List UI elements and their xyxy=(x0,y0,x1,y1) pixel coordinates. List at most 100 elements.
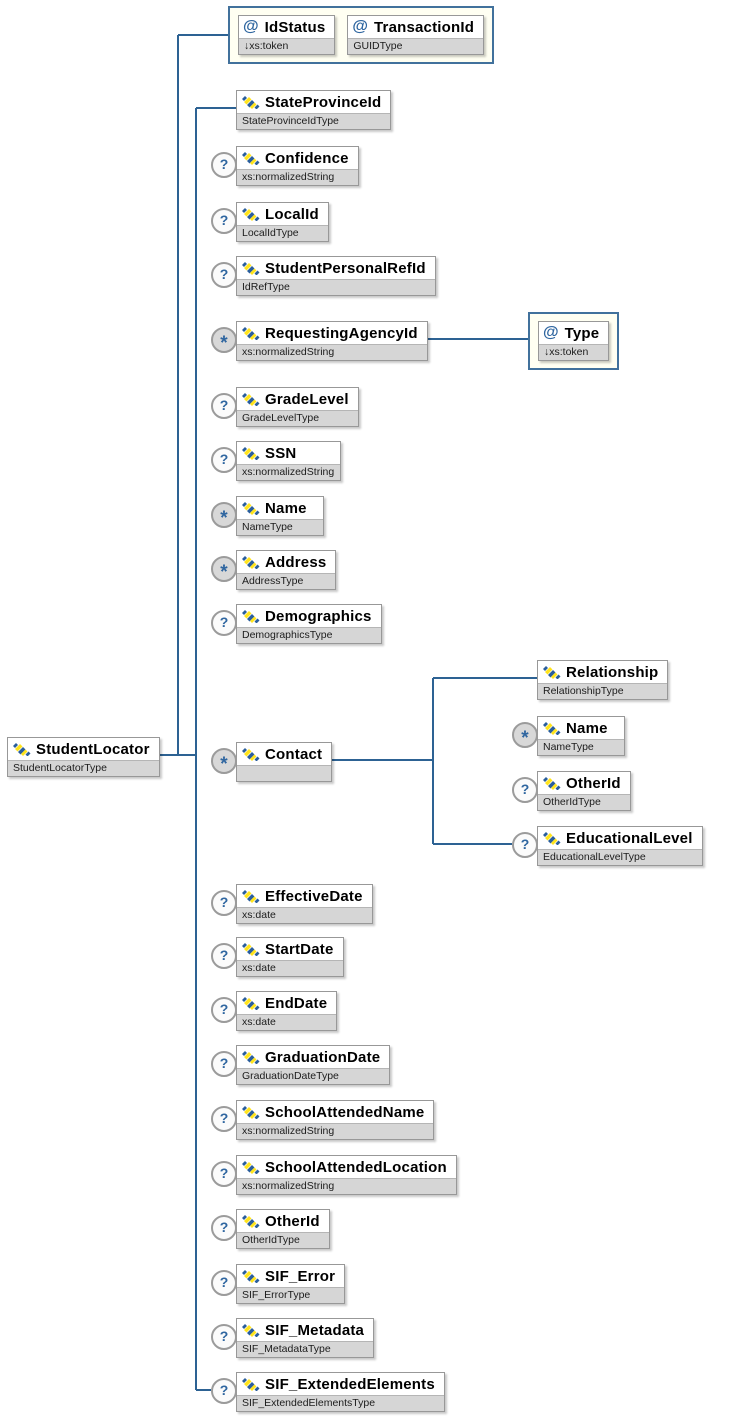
element-icon xyxy=(242,1106,260,1119)
element-name-row: StudentLocator xyxy=(8,738,159,760)
element-icon xyxy=(242,1270,260,1283)
occurrence-optional-badge: ? xyxy=(211,262,237,288)
element-name: Address xyxy=(265,553,327,571)
element-type xyxy=(237,765,332,781)
element-name-row: Relationship xyxy=(538,661,668,683)
attribute-box-idstatus[interactable]: @IdStatus↓xs:token xyxy=(238,15,336,55)
occurrence-optional-badge: ? xyxy=(211,1215,237,1241)
occurrence-optional-badge: ? xyxy=(512,777,538,803)
occurrence-optional-badge: ? xyxy=(211,997,237,1023)
element-name-row: RequestingAgencyId xyxy=(237,322,427,344)
element-name: EffectiveDate xyxy=(265,887,363,905)
element-type: xs:normalizedString xyxy=(237,1123,434,1139)
attribute-type: ↓xs:token xyxy=(539,344,609,360)
element-icon xyxy=(242,1161,260,1174)
occurrence-optional-badge: ? xyxy=(211,1324,237,1350)
element-type: xs:date xyxy=(237,1014,337,1030)
occurrence-repeating-badge: * xyxy=(211,556,237,583)
element-name: EndDate xyxy=(265,994,328,1012)
element-name: GraduationDate xyxy=(265,1048,381,1066)
element-type: xs:normalizedString xyxy=(237,169,358,185)
attribute-group: @Type↓xs:token xyxy=(528,312,620,370)
element-icon xyxy=(242,556,260,569)
connector-line xyxy=(160,754,196,756)
attribute-name: Type xyxy=(564,324,600,342)
element-node-contact: *Contact xyxy=(211,742,333,786)
element-name: SSN xyxy=(265,444,297,462)
element-name: GradeLevel xyxy=(265,390,349,408)
element-icon xyxy=(242,208,260,221)
element-type: IdRefType xyxy=(237,279,435,295)
occurrence-optional-badge: ? xyxy=(512,832,538,858)
element-box-contact[interactable]: Contact xyxy=(236,742,333,782)
element-name-row: SIF_Metadata xyxy=(237,1319,374,1341)
connector-line xyxy=(332,759,433,761)
element-type: RelationshipType xyxy=(538,683,668,699)
attribute-at-icon: @ xyxy=(243,18,259,35)
element-icon xyxy=(242,262,260,275)
occurrence-repeating-badge: * xyxy=(211,327,237,354)
element-node-enddate: ? EndDate xs:date xyxy=(211,991,338,1035)
element-type: OtherIdType xyxy=(237,1232,329,1248)
element-name: SchoolAttendedLocation xyxy=(265,1158,447,1176)
element-name-row: EffectiveDate xyxy=(237,885,372,907)
element-name-row: LocalId xyxy=(237,203,328,225)
attribute-box-type[interactable]: @Type↓xs:token xyxy=(538,321,610,361)
element-icon xyxy=(242,152,260,165)
attribute-at-icon: @ xyxy=(352,18,368,35)
element-name: SIF_Metadata xyxy=(265,1321,365,1339)
attribute-name-row: @Type xyxy=(539,322,609,344)
element-type: StudentLocatorType xyxy=(8,760,159,776)
occurrence-optional-badge: ? xyxy=(211,943,237,969)
element-name: EducationalLevel xyxy=(566,829,693,847)
element-name-row: Contact xyxy=(237,743,332,765)
connector-line xyxy=(432,678,434,844)
element-name: StudentLocator xyxy=(36,740,150,758)
element-icon xyxy=(242,1215,260,1228)
element-name-row: OtherId xyxy=(237,1210,329,1232)
element-name-row: OtherId xyxy=(538,772,630,794)
attribute-name-row: @TransactionId xyxy=(348,16,484,38)
element-icon xyxy=(543,777,561,790)
element-type: OtherIdType xyxy=(538,794,630,810)
element-name: RequestingAgencyId xyxy=(265,324,418,342)
element-type: LocalIdType xyxy=(237,225,328,241)
element-name: SIF_ExtendedElements xyxy=(265,1375,435,1393)
element-icon xyxy=(242,943,260,956)
element-icon xyxy=(543,666,561,679)
element-box-enddate[interactable]: EndDate xs:date xyxy=(236,991,338,1031)
